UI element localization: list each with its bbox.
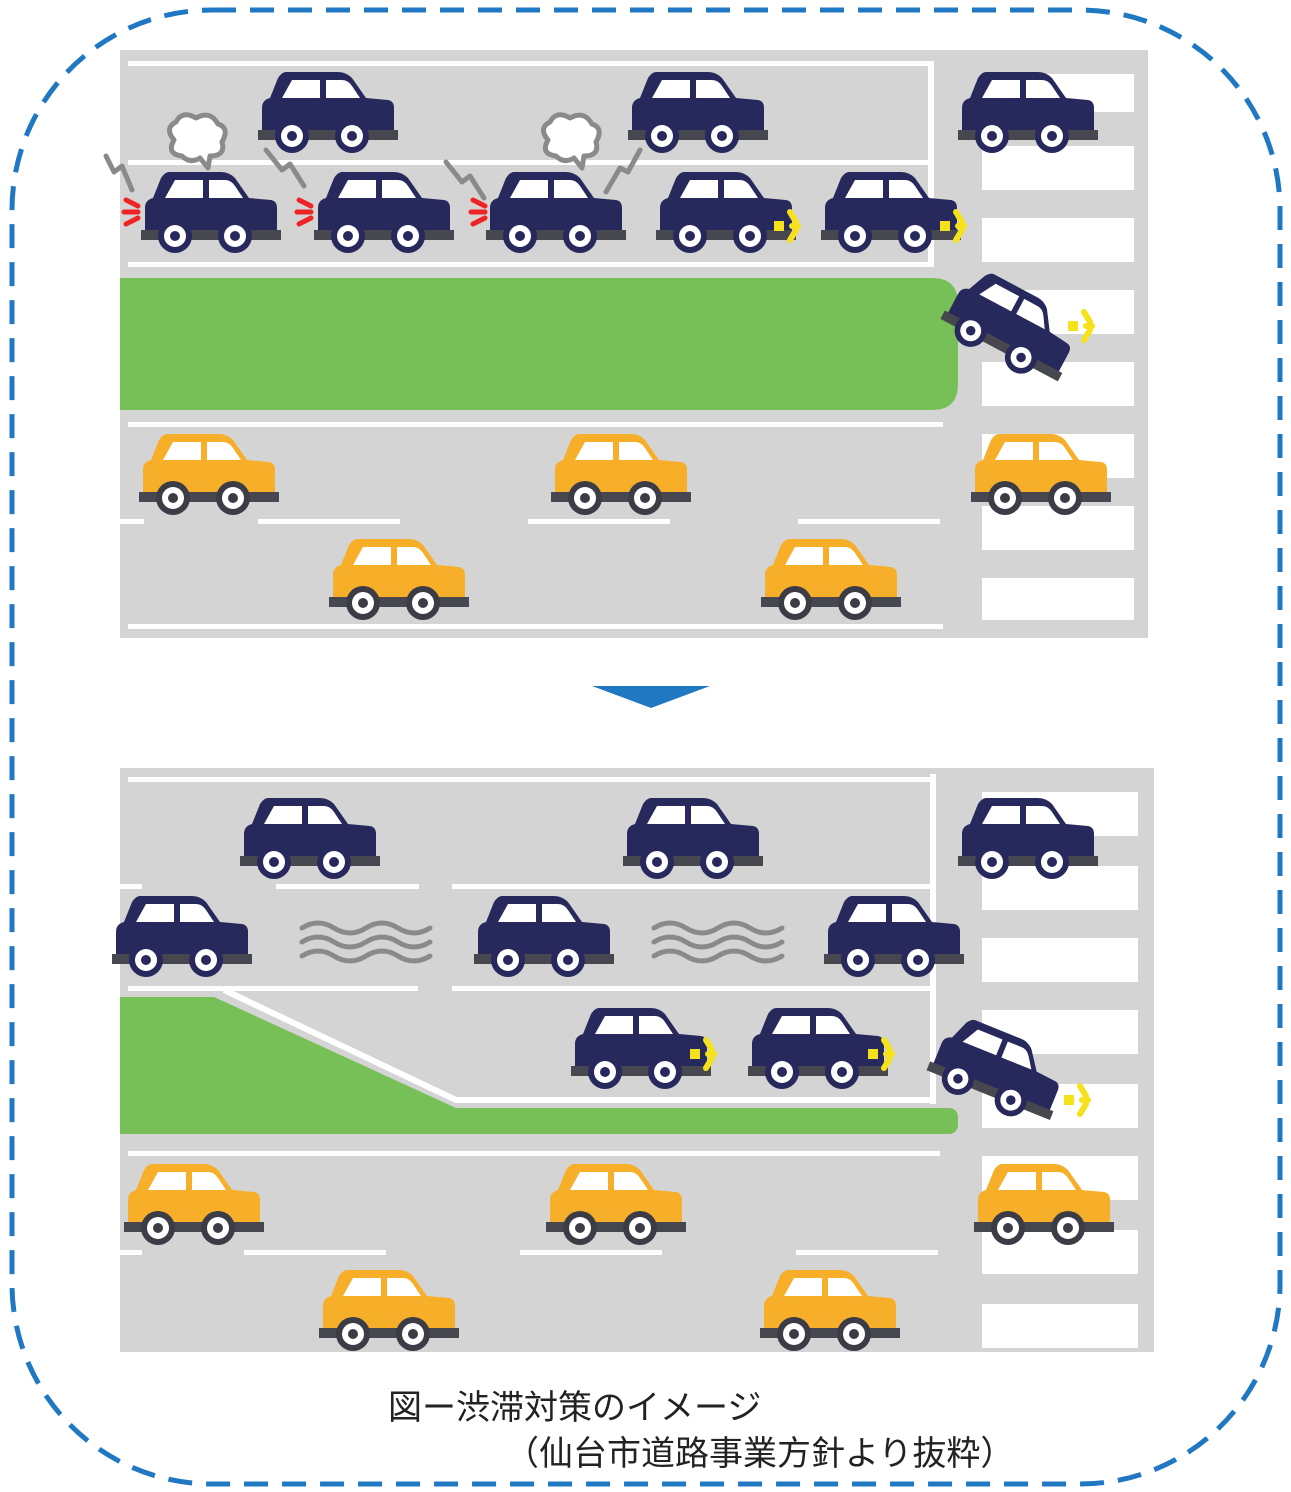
before-scene bbox=[106, 50, 1148, 638]
after-scene bbox=[112, 768, 1154, 1352]
caption-source: （仙台市道路事業方針より抜粋） bbox=[505, 1426, 1014, 1475]
median-strip bbox=[120, 278, 958, 410]
down-arrow-icon bbox=[592, 686, 710, 708]
caption-title: 図ー渋滞対策のイメージ bbox=[388, 1380, 761, 1429]
